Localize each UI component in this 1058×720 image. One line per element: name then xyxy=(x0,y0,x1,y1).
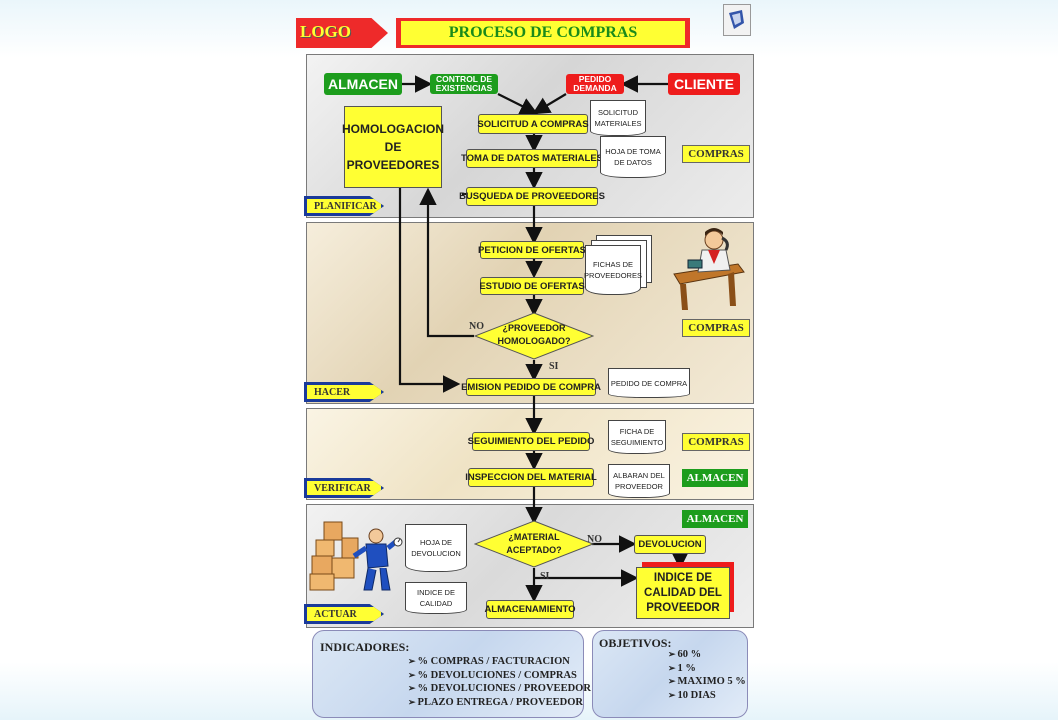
objetivo-item: 1 % xyxy=(668,662,746,676)
pedido-demanda-box: PEDIDO DEMANDA xyxy=(566,74,624,94)
tag-almacen-2: ALMACEN xyxy=(682,510,748,528)
indicador-item: % DEVOLUCIONES / COMPRAS xyxy=(408,669,591,683)
tag-almacen-1: ALMACEN xyxy=(682,469,748,487)
objetivos-title: OBJETIVOS: xyxy=(599,636,672,650)
indicador-item: PLAZO ENTREGA / PROVEEDOR xyxy=(408,696,591,710)
label-si-material: SI xyxy=(540,571,550,582)
doc-hoja-devolucion: HOJA DE DEVOLUCION xyxy=(405,524,467,572)
decision-proveedor-diamond xyxy=(474,312,594,360)
indicador-item: % DEVOLUCIONES / PROVEEDOR xyxy=(408,682,591,696)
step-emision: EMISION PEDIDO DE COMPRA xyxy=(461,378,601,396)
logo-banner xyxy=(296,18,388,48)
objetivo-item: 60 % xyxy=(668,648,746,662)
control-existencias-box: CONTROL DE EXISTENCIAS xyxy=(430,74,498,94)
homologacion-box: HOMOLOGACION DE PROVEEDORES xyxy=(342,106,444,188)
objetivo-item: MAXIMO 5 % xyxy=(668,675,746,689)
doc-pedido-compra: PEDIDO DE COMPRA xyxy=(608,368,690,398)
tag-compras-3: COMPRAS xyxy=(682,433,750,451)
tag-compras-1: COMPRAS xyxy=(682,145,750,163)
label-no-material: NO xyxy=(587,534,602,545)
step-almacenamiento: ALMACENAMIENTO xyxy=(484,600,576,619)
phase-hacer: HACER xyxy=(304,382,384,402)
objetivo-item: 10 DIAS xyxy=(668,689,746,703)
doc-ficha-seguimiento: FICHA DE SEGUIMIENTO xyxy=(608,420,666,454)
phase-actuar: ACTUAR xyxy=(304,604,384,624)
objetivos-list: 60 % 1 % MAXIMO 5 % 10 DIAS xyxy=(668,648,746,702)
decision-proveedor-label: ¿PROVEEDOR HOMOLOGADO? xyxy=(497,323,571,346)
doc-albaran: ALBARAN DEL PROVEEDOR xyxy=(608,464,670,498)
step-peticion: PETICION DE OFERTAS xyxy=(478,241,586,259)
indicador-item: % COMPRAS / FACTURACION xyxy=(408,655,591,669)
tag-compras-2: COMPRAS xyxy=(682,319,750,337)
label-si-proveedor: SI xyxy=(549,361,559,372)
indice-calidad-box: INDICE DE CALIDAD DEL PROVEEDOR xyxy=(636,567,730,619)
step-inspeccion: INSPECCION DEL MATERIAL xyxy=(465,468,597,487)
step-seguimiento: SEGUIMIENTO DEL PEDIDO xyxy=(468,432,594,451)
decision-material-label: ¿MATERIAL ACEPTADO? xyxy=(506,532,562,555)
step-busqueda: BUSQUEDA DE PROVEEDORES xyxy=(459,187,605,206)
doc-solicitud-materiales: SOLICITUD MATERIALES xyxy=(590,100,646,136)
step-devolucion: DEVOLUCION xyxy=(634,535,706,554)
office-worker-clipart-icon xyxy=(673,228,745,310)
warehouse-worker-clipart-icon xyxy=(309,521,403,591)
decision-material-diamond xyxy=(474,520,594,568)
label-no-proveedor: NO xyxy=(469,321,484,332)
doc-indice-calidad: INDICE DE CALIDAD xyxy=(405,582,467,614)
phase-planificar: PLANIFICAR xyxy=(304,196,384,216)
doc-fichas-proveedores: FICHAS DE PROVEEDORES xyxy=(584,245,642,295)
step-solicitud: SOLICITUD A COMPRAS xyxy=(477,114,589,134)
step-toma-datos: TOMA DE DATOS MATERIALES xyxy=(461,149,603,168)
indicadores-list: % COMPRAS / FACTURACION % DEVOLUCIONES /… xyxy=(408,655,591,709)
almacen-box: ALMACEN xyxy=(324,73,402,95)
logo-text: LOGO xyxy=(300,22,352,41)
phase-verificar: VERIFICAR xyxy=(304,478,384,498)
company-logo-icon xyxy=(723,4,751,36)
page-title: PROCESO DE COMPRAS xyxy=(401,21,685,45)
cliente-box: CLIENTE xyxy=(668,73,740,95)
doc-hoja-toma-datos: HOJA DE TOMA DE DATOS xyxy=(600,136,666,178)
indicadores-title: INDICADORES: xyxy=(320,640,410,654)
step-estudio: ESTUDIO DE OFERTAS xyxy=(479,277,585,295)
